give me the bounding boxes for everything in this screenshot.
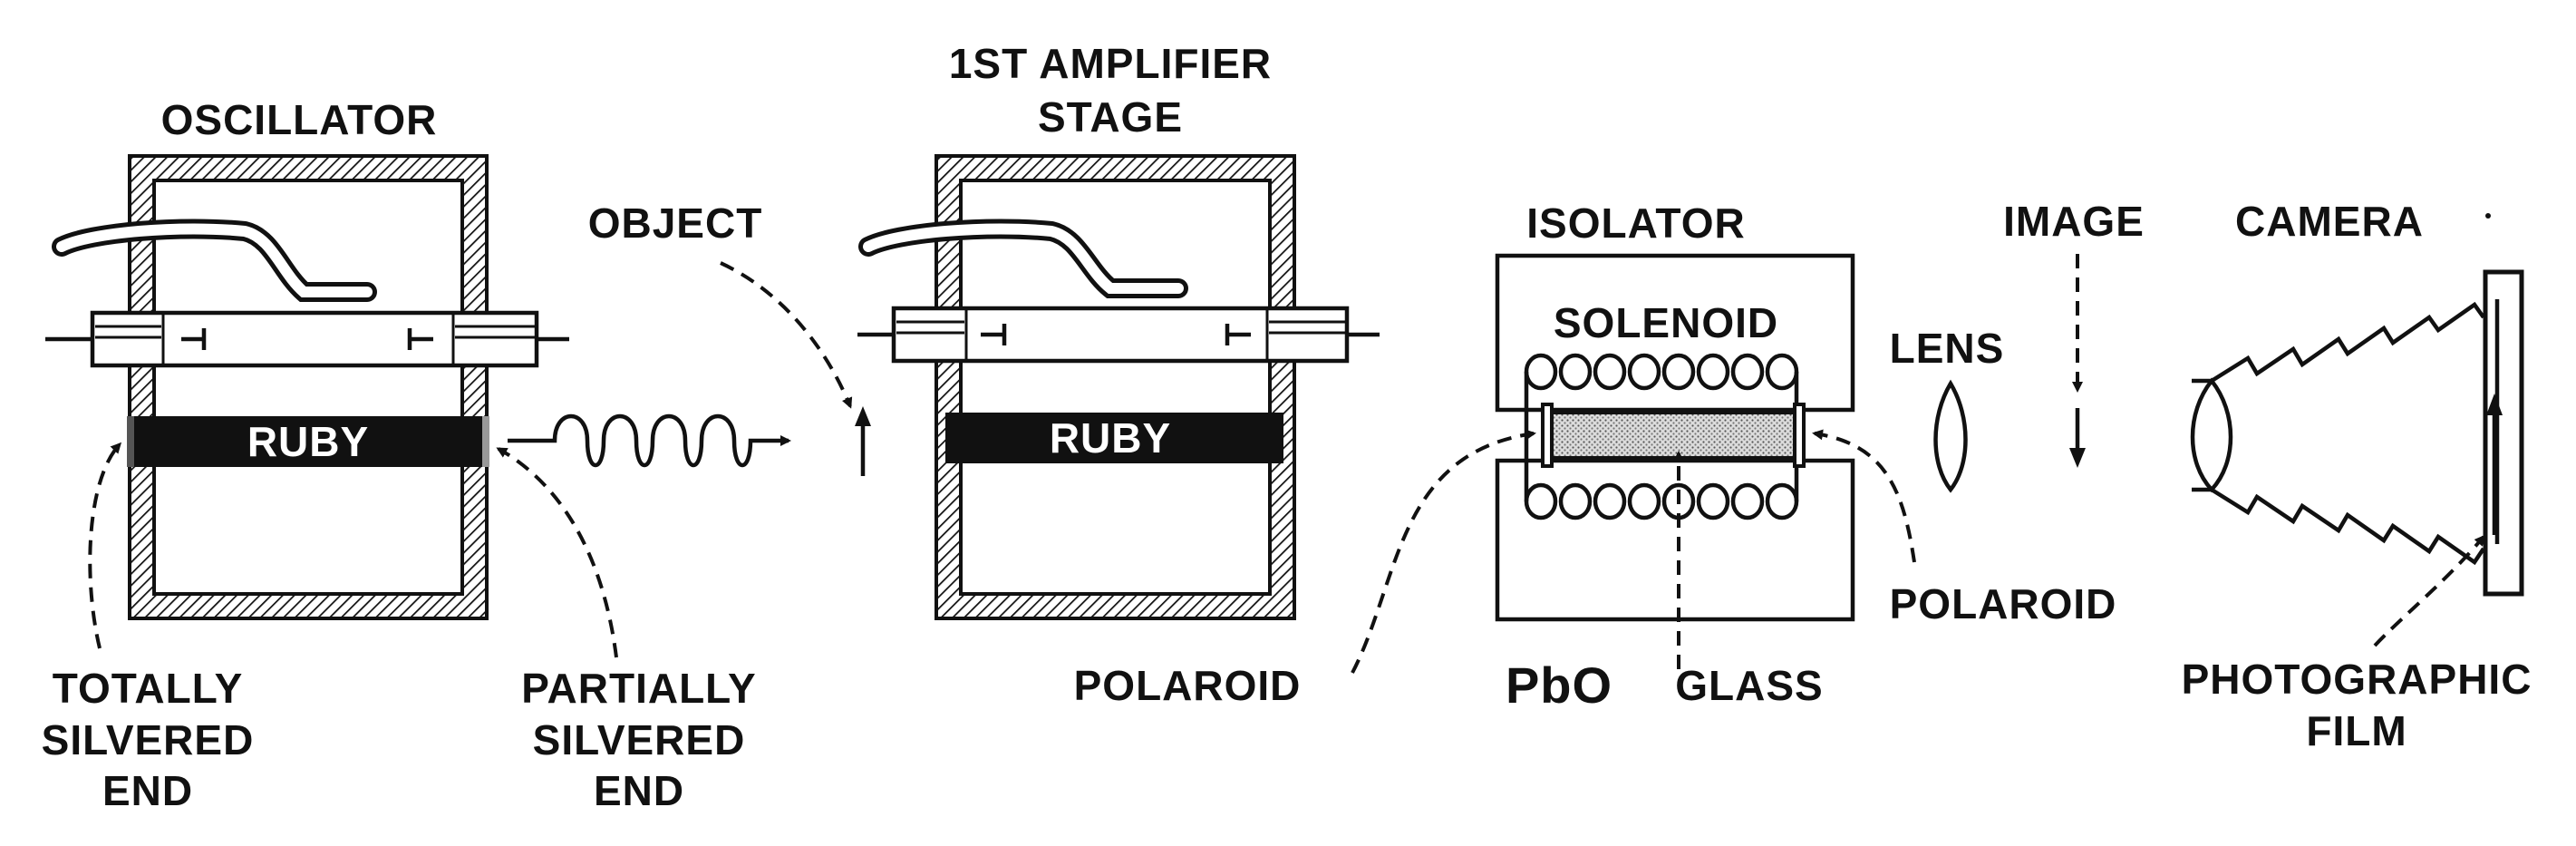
totally-silvered-label-2: SILVERED <box>42 716 255 763</box>
glass-label: GLASS <box>1675 662 1823 709</box>
camera-film-back <box>2483 269 2524 597</box>
oscillator-unit: OSCILLATOR RUBY TOTALLY SILVERED END <box>42 96 756 814</box>
amplifier-label-1: 1ST AMPLIFIER <box>949 40 1272 87</box>
object-label: OBJECT <box>588 199 763 247</box>
image-label: IMAGE <box>2003 198 2145 245</box>
polaroid-right-pointer <box>1812 429 1916 563</box>
amplifier-unit: 1ST AMPLIFIER STAGE RUBY <box>857 40 1380 620</box>
polaroid-plate-right <box>1793 403 1806 468</box>
partially-silvered-label-2: SILVERED <box>533 716 746 763</box>
pbo-glass-rod <box>1550 411 1796 460</box>
partially-silvered-label-3: END <box>594 767 684 814</box>
polaroid-right-label: POLAROID <box>1890 580 2117 627</box>
polaroid-plate-left <box>1541 403 1554 468</box>
camera-unit: CAMERA PHOTOGRAPHIC FILM <box>2182 198 2532 754</box>
amplifier-ruby-label: RUBY <box>1050 414 1171 462</box>
object-pointer <box>720 261 853 409</box>
bellows-top <box>2210 301 2485 383</box>
amplifier-flash-lamp <box>891 306 1350 364</box>
bellows-bottom <box>2210 488 2485 566</box>
oscillator-flash-lamp <box>90 310 539 368</box>
solenoid-label: SOLENOID <box>1554 299 1778 346</box>
camera-lens <box>2190 377 2233 493</box>
light-wave <box>508 413 791 468</box>
photographic-label-1: PHOTOGRAPHIC <box>2182 656 2532 703</box>
totally-silvered-label-1: TOTALLY <box>53 665 244 712</box>
oscillator-ruby-label: RUBY <box>247 418 369 465</box>
pbo-label: PbO <box>1506 656 1612 714</box>
photographic-label-2: FILM <box>2306 707 2407 754</box>
camera-label: CAMERA <box>2235 198 2424 245</box>
lens-unit: LENS IMAGE <box>1890 198 2145 493</box>
isolator-unit: ISOLATOR SOLENOID <box>1074 199 2117 714</box>
partially-silvered-pointer <box>496 447 618 658</box>
polaroid-left-pointer <box>1351 429 1536 674</box>
amplifier-ruby-rod <box>945 413 1283 463</box>
isolator-label: ISOLATOR <box>1526 199 1745 247</box>
lens-label: LENS <box>1890 325 2005 372</box>
polaroid-left-label: POLAROID <box>1074 662 1302 709</box>
laser-beam: OBJECT <box>508 199 871 476</box>
totally-silvered-label-3: END <box>102 767 193 814</box>
partially-silvered-label-1: PARTIALLY <box>521 665 756 712</box>
oscillator-ruby-rod <box>131 416 485 467</box>
lens-shape <box>1933 379 1968 493</box>
totally-silvered-pointer <box>88 442 122 649</box>
amplifier-label-2: STAGE <box>1038 93 1183 141</box>
oscillator-label: OSCILLATOR <box>161 96 438 143</box>
